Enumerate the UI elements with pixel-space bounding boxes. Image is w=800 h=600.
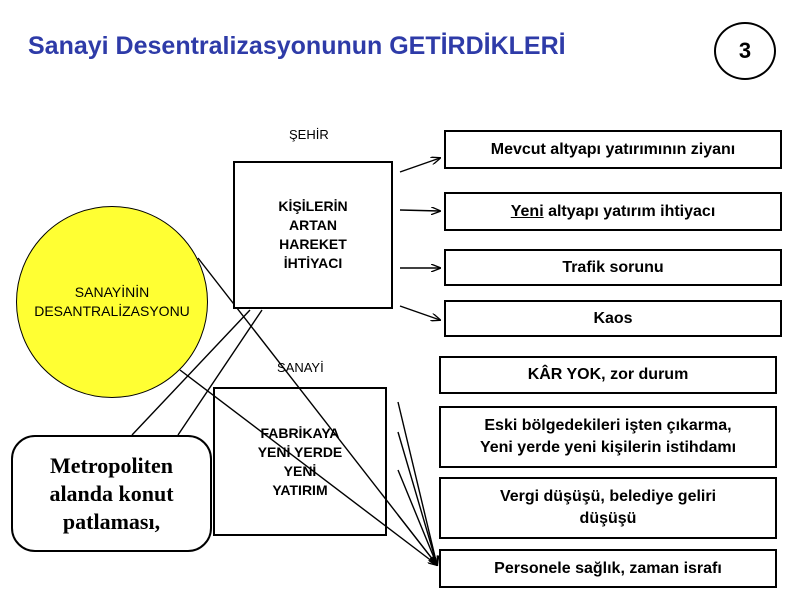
effect-text-5: KÂR YOK, zor durum [527,366,689,383]
arrow-to-effect-1 [399,158,440,173]
line-circle-to-personel-2 [179,369,437,565]
callout-line-3: patlaması, [62,508,161,534]
line-sanayi-2 [397,431,437,565]
callout-pointer-2 [177,309,263,436]
top-box-line-1: KİŞİLERİN [278,198,348,214]
effect-text-7-line-2: düşüşü [579,510,637,527]
line-sanayi-1 [397,401,437,565]
effect-text-6-line-2: Yeni yerde yeni kişilerin istihdamı [479,439,737,456]
bottom-box-line-4: YATIRIM [272,481,328,498]
arrow-to-effect-4 [399,305,440,320]
bottom-box-line-2: YENİ YERDE [257,443,343,460]
callout-pointer-1 [131,309,251,436]
effect-text-2-underlined: Yeni [510,202,544,220]
top-box-line-2: ARTAN [289,217,337,233]
sanayi-label: SANAYİ [277,360,324,375]
bottom-box-line-1: FABRİKAYA [260,424,340,441]
effect-box-4: Kaos [444,300,782,337]
effect-text-7-line-1: Vergi düşüşü, belediye geliri [499,488,717,505]
fabrikaya-yatirim-box: FABRİKAYA YENİ YERDE YENİ YATIRIM [213,387,387,536]
effect-box-8: Personele sağlık, zaman israfı [439,549,777,588]
kisilerin-hareket-box: KİŞİLERİN ARTAN HAREKET İHTİYACI [233,161,393,309]
callout-line-2: alanda konut [49,480,174,506]
konut-patlamasi-callout: Metropoliten alanda konut patlaması, [11,435,212,552]
callout-line-1: Metropoliten [49,452,173,478]
effect-text-8: Personele sağlık, zaman israfı [494,559,722,577]
page-title: Sanayi Desentralizasyonunun GETİRDİKLERİ [28,32,566,60]
effect-text-2: Yeni altyapı yatırım ihtiyacı [511,201,716,223]
effect-box-5: KÂR YOK, zor durum [439,356,777,394]
effect-box-7: Vergi düşüşü, belediye geliri düşüşü [439,477,777,539]
top-box-line-3: HAREKET [279,236,347,252]
arrow-to-effect-2 [399,210,440,211]
circle-line-1: SANAYİNİN [74,284,150,300]
bottom-box-line-3: YENİ [283,462,317,479]
effect-text-1: Mevcut altyapı yatırımının ziyanı [490,140,736,158]
top-box-line-4: İHTİYACI [283,255,343,271]
line-circle-to-personel [197,257,437,565]
effect-text-2-rest: altyapı yatırım ihtiyacı [543,202,716,220]
desantralizasyon-circle: SANAYİNİN DESANTRALİZASYONU [16,206,208,398]
effect-text-3: Trafik sorunu [562,258,664,276]
effect-box-2: Yeni altyapı yatırım ihtiyacı [444,192,782,231]
line-sanayi-4 [397,514,437,565]
sehir-label: ŞEHİR [289,127,329,142]
effect-box-3: Trafik sorunu [444,249,782,286]
effect-text-4: Kaos [593,309,633,327]
effect-box-1: Mevcut altyapı yatırımının ziyanı [444,130,782,169]
page-number-badge: 3 [714,22,776,80]
circle-line-2: DESANTRALİZASYONU [34,303,190,319]
effect-text-6-line-1: Eski bölgedekileri işten çıkarma, [484,417,732,434]
effect-box-6: Eski bölgedekileri işten çıkarma, Yeni y… [439,406,777,468]
line-sanayi-3 [397,469,437,565]
